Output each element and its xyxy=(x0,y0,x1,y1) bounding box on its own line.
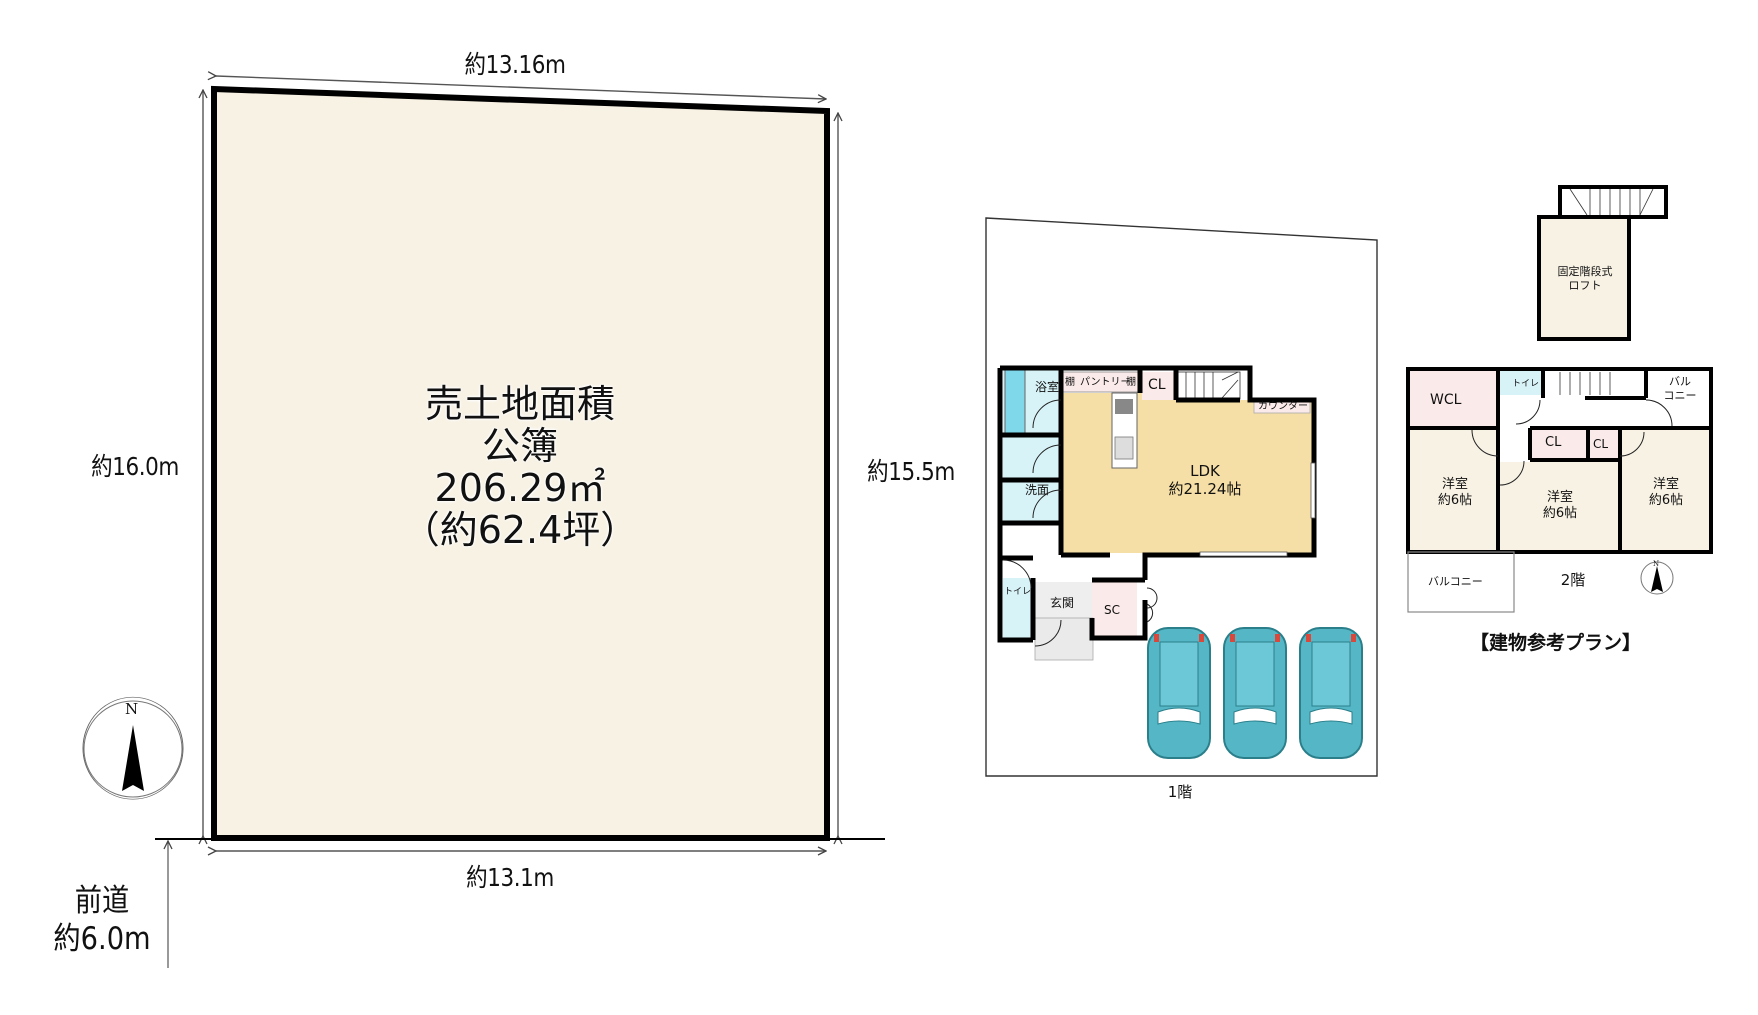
floor2-compass-north: N xyxy=(1653,560,1660,568)
room-western-center-name: 洋室 xyxy=(1546,490,1573,505)
compass-icon xyxy=(82,696,184,800)
room-ldk: LDK 約21.24帖 xyxy=(1150,462,1260,498)
room-balcony-small: バル コニー xyxy=(1663,375,1697,402)
compass-icon xyxy=(83,700,183,798)
room-pantry: パントリー xyxy=(1080,377,1131,388)
dim-bottom: 約13.1m xyxy=(466,863,554,892)
building-plan-caption: 【建物参考プラン】 xyxy=(1470,632,1642,654)
land-area-tsubo: （約62.4坪） xyxy=(401,508,639,552)
room-entrance: 玄関 xyxy=(1050,596,1075,610)
room-washroom: 洗面 xyxy=(1025,483,1050,497)
compass-north-label: N xyxy=(125,700,139,718)
room-shoe-closet: SC xyxy=(1104,603,1120,617)
room-western-center: 洋室 約6帖 xyxy=(1530,490,1590,522)
floor2-label: 2階 xyxy=(1560,571,1586,589)
room-toilet: トイレ xyxy=(1004,587,1032,597)
room-shelf-2: 棚 xyxy=(1126,377,1136,388)
room-ldk-name: LDK xyxy=(1190,462,1220,480)
dim-right: 約15.5m xyxy=(867,457,955,486)
room-wcl: WCL xyxy=(1430,392,1462,408)
land-area-title: 売土地面積 xyxy=(424,382,615,426)
room-western-right-name: 洋室 xyxy=(1652,477,1679,492)
room-closet: CL xyxy=(1148,377,1166,393)
room-closet-2f-2: CL xyxy=(1593,437,1609,451)
land-area-block: 売土地面積 公簿 206.29㎡ （約62.4坪） xyxy=(370,383,670,551)
room-counter: カウンター xyxy=(1258,401,1308,412)
loft-label: 固定階段式 ロフト xyxy=(1540,265,1630,293)
room-western-left: 洋室 約6帖 xyxy=(1425,477,1485,509)
room-ldk-size: 約21.24帖 xyxy=(1168,480,1242,498)
dim-top: 約13.16m xyxy=(464,50,566,79)
room-western-center-size: 約6帖 xyxy=(1542,506,1578,521)
room-western-right: 洋室 約6帖 xyxy=(1636,477,1696,509)
room-shelf-1: 棚 xyxy=(1065,377,1075,388)
room-western-left-size: 約6帖 xyxy=(1437,493,1473,508)
floor1-label: 1階 xyxy=(1167,783,1193,801)
land-area-m2: 206.29㎡ xyxy=(434,466,606,510)
room-western-left-name: 洋室 xyxy=(1441,477,1468,492)
room-closet-2f-1: CL xyxy=(1545,435,1562,450)
road-info: 前道 約6.0m xyxy=(49,882,155,958)
loft-line2: ロフト xyxy=(1568,279,1602,292)
room-balcony: バルコニー xyxy=(1428,575,1483,588)
road-width: 約6.0m xyxy=(53,921,151,957)
road-label: 前道 xyxy=(74,883,130,919)
loft-line1: 固定階段式 xyxy=(1557,265,1613,278)
land-area-basis: 公簿 xyxy=(481,424,558,468)
room-western-right-size: 約6帖 xyxy=(1648,493,1684,508)
room-toilet-2f: トイレ xyxy=(1512,379,1540,389)
dim-left: 約16.0m xyxy=(91,452,179,481)
room-bath: 浴室 xyxy=(1035,380,1060,394)
